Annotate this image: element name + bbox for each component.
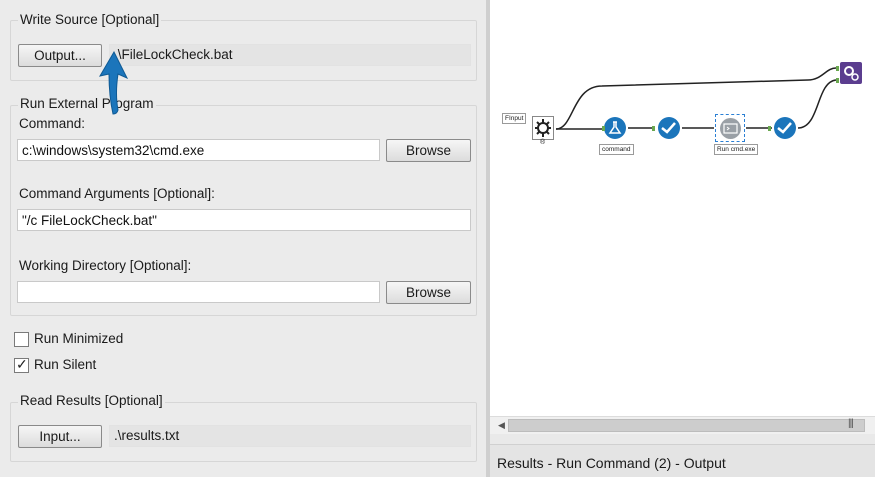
- run-command-node-label: Run cmd.exe: [714, 144, 759, 155]
- working-directory-input[interactable]: [17, 281, 380, 303]
- formula-tool-node[interactable]: [604, 117, 626, 139]
- output-button[interactable]: Output...: [18, 44, 102, 67]
- run-external-program-title: Run External Program: [18, 96, 156, 111]
- canvas-horizontal-scrollbar[interactable]: ◀ |||: [490, 416, 875, 434]
- command-input[interactable]: [17, 139, 380, 161]
- console-icon: [723, 123, 738, 134]
- command-arguments-label: Command Arguments [Optional]:: [19, 186, 215, 201]
- workflow-canvas[interactable]: FInput ® command Run cmd.exe: [490, 0, 875, 416]
- working-directory-label: Working Directory [Optional]:: [19, 258, 192, 273]
- results-header: Results - Run Command (2) - Output: [490, 444, 875, 477]
- run-silent-label: Run Silent: [34, 357, 97, 372]
- check-icon: [777, 122, 792, 134]
- gear-icon: [535, 119, 551, 137]
- blue-up-arrow-icon: [98, 50, 129, 115]
- node-anchor-icon: ®: [540, 139, 546, 146]
- run-external-program-group: [10, 105, 477, 316]
- connector-icon: [836, 66, 839, 71]
- select-tool-node-1[interactable]: [658, 117, 680, 139]
- workflow-connections: [555, 67, 837, 130]
- gears-icon: [844, 66, 859, 81]
- read-results-title: Read Results [Optional]: [18, 393, 165, 408]
- output-file-field: .\FileLockCheck.bat: [109, 44, 471, 66]
- working-directory-browse-button[interactable]: Browse: [386, 281, 471, 304]
- command-label: Command:: [19, 116, 86, 131]
- scroll-thumb[interactable]: [508, 419, 865, 432]
- results-title: Results - Run Command (2) - Output: [497, 455, 726, 471]
- flask-icon: [608, 121, 622, 134]
- run-minimized-label: Run Minimized: [34, 331, 124, 346]
- write-source-title: Write Source [Optional]: [18, 12, 162, 27]
- grip-lines-icon: |||: [848, 418, 854, 429]
- configuration-panel: Write Source [Optional] Output... .\File…: [0, 0, 486, 477]
- text-input-node[interactable]: [532, 116, 554, 140]
- connector-icon: [768, 126, 771, 131]
- connector-icon: [602, 126, 605, 131]
- read-results-group: [10, 402, 477, 462]
- macro-tool-node[interactable]: [840, 62, 862, 84]
- run-minimized-checkbox[interactable]: [14, 332, 29, 347]
- select-tool-node-2[interactable]: [774, 117, 796, 139]
- check-icon: [661, 122, 676, 134]
- write-source-group: [10, 20, 477, 81]
- panel-splitter[interactable]: [486, 0, 490, 477]
- input-button[interactable]: Input...: [18, 425, 102, 448]
- connector-icon: [652, 126, 655, 131]
- connector-icon: [836, 78, 839, 83]
- formula-node-label: command: [599, 144, 634, 155]
- command-arguments-input[interactable]: [17, 209, 471, 231]
- command-browse-button[interactable]: Browse: [386, 139, 471, 162]
- run-command-tool-node[interactable]: [715, 114, 745, 142]
- left-triangle-icon[interactable]: ◀: [498, 420, 505, 430]
- input-file-field: .\results.txt: [109, 425, 471, 447]
- run-silent-checkbox[interactable]: [14, 356, 29, 373]
- text-input-node-label: FInput: [502, 113, 527, 124]
